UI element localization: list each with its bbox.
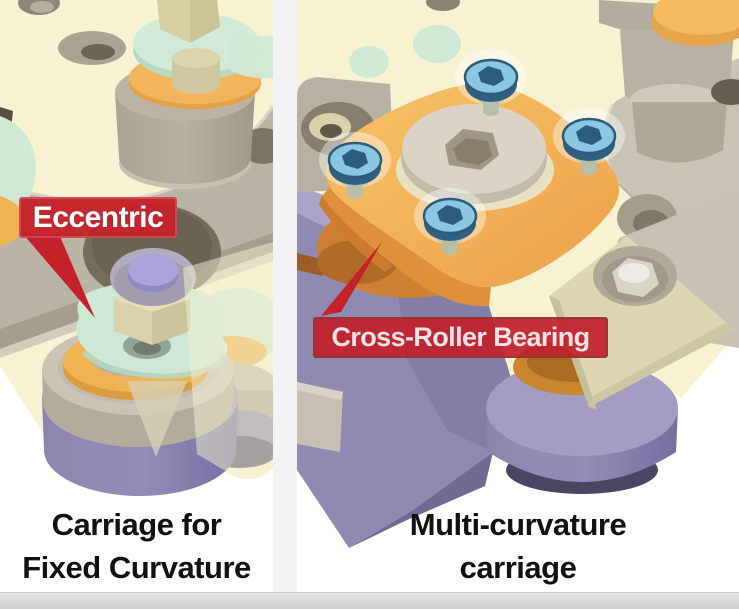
panel-divider [273,0,297,592]
bottom-bar [0,592,739,609]
panel-fixed-curvature: Eccentric Carriage for Fixed Curvature [0,0,273,592]
top-roller [115,0,273,189]
cross-roller-bearing-label: Cross-Roller Bearing [313,317,608,358]
panel-multi-curvature: Cross-Roller Bearing Multi-curvature car… [297,0,739,592]
caption-line-2: carriage [459,550,577,585]
socket-screw [319,132,391,199]
gray-block [297,382,343,452]
eccentric-callout-tail [23,234,95,318]
eccentric-label: Eccentric [19,197,177,238]
caption-line-1: Multi-curvature [409,507,627,542]
socket-screw [455,49,527,116]
mint-washer-tab [413,25,461,63]
multi-curvature-caption: Multi-curvature carriage [297,503,739,589]
caption-line-1: Carriage for [51,507,222,542]
pin-cap [128,254,178,286]
center-disk [396,104,554,211]
cross-roller-bearing-label-text: Cross-Roller Bearing [331,322,590,352]
plate-corner-overlay [127,381,187,457]
fixed-curvature-caption: Carriage for Fixed Curvature [0,503,273,589]
eccentric-label-text: Eccentric [32,200,164,234]
plate-overlay-tint [183,242,273,477]
top-edge-bore [426,0,460,11]
caption-line-2: Fixed Curvature [22,550,251,585]
mint-washer-tab [349,46,389,78]
top-right-roller [620,0,739,163]
socket-screw [414,188,486,255]
cross-roller-callout-tail [321,242,382,316]
socket-screw [553,108,625,175]
socket-screws [319,49,625,255]
eccentric-pin [110,248,196,306]
counterbore-holes [18,0,126,65]
